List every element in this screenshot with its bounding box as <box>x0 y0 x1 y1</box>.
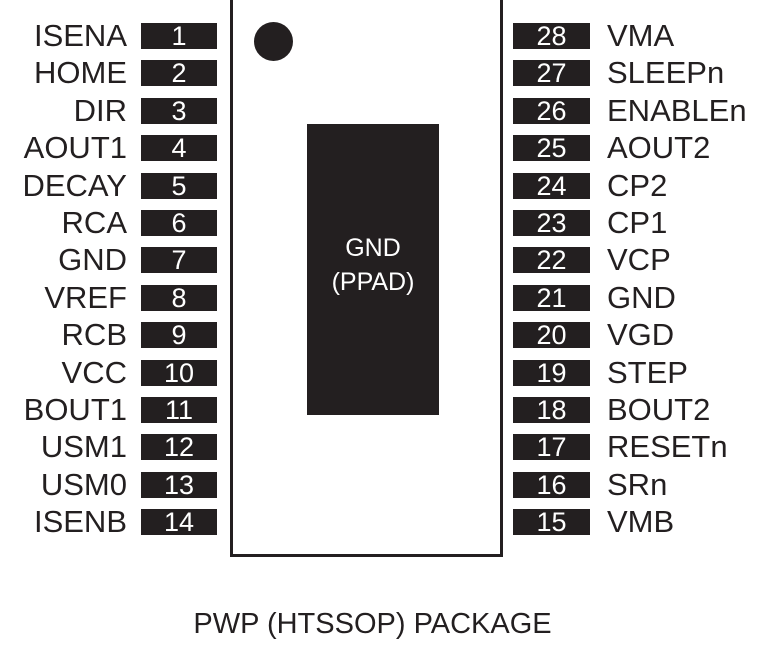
left-pin-name: BOUT1 <box>23 392 127 427</box>
right-pin-name: VMA <box>607 18 675 53</box>
right-pin-number: 17 <box>513 434 590 461</box>
left-pin-name: RCA <box>61 205 127 240</box>
right-pin-number: 28 <box>513 23 590 50</box>
right-pin-name: GND <box>607 279 676 315</box>
left-pin-name: VCC <box>61 354 127 390</box>
right-pin-number: 26 <box>513 97 590 124</box>
right-pin-number: 15 <box>513 509 590 536</box>
right-pin-number: 19 <box>513 359 590 386</box>
right-pin-name: STEP <box>607 354 688 390</box>
left-pin-name: VREF <box>44 279 127 315</box>
thermal-pad-label: GND <box>345 234 401 262</box>
right-pin-name: VMB <box>607 504 675 540</box>
left-pin-name: RCB <box>61 317 127 353</box>
right-pin-name: CP2 <box>607 167 668 203</box>
left-pin-name: USM1 <box>40 429 127 465</box>
package-body-outline <box>230 0 503 557</box>
left-pin-name: HOME <box>34 55 127 91</box>
left-pin-number: 14 <box>141 509 217 536</box>
right-pin-number: 27 <box>513 60 590 87</box>
thermal-pad: GND (PPAD) <box>307 124 439 415</box>
left-pin-name: DIR <box>73 92 127 128</box>
left-pin-name: AOUT1 <box>23 130 127 166</box>
left-pin-name: ISENA <box>33 18 127 53</box>
pin1-indicator-dot <box>254 22 293 61</box>
right-pin-number: 20 <box>513 322 590 349</box>
right-pin-number: 21 <box>513 284 590 311</box>
left-pin-name: USM0 <box>40 466 127 502</box>
thermal-pad-sublabel: (PPAD) <box>331 268 415 296</box>
right-pin-number: 22 <box>513 247 590 274</box>
right-pin-name: VGD <box>607 317 675 353</box>
left-pin-name: ISENB <box>33 504 127 540</box>
right-pin-name: SLEEPn <box>607 55 725 91</box>
right-pin-name: VCP <box>607 242 671 278</box>
right-pin-name: RESETn <box>607 429 728 465</box>
right-pin-name: CP1 <box>607 205 668 240</box>
right-pin-name: SRn <box>607 466 668 502</box>
right-pin-number: 23 <box>513 210 590 237</box>
left-pin-name: GND <box>58 242 127 278</box>
left-pin-number: 11 <box>141 397 217 424</box>
right-pin-name: AOUT2 <box>607 130 711 166</box>
left-pin-number: 13 <box>141 471 217 498</box>
left-pin-number: 4 <box>141 135 217 162</box>
right-pin-number: 18 <box>513 397 590 424</box>
left-pin-number: 8 <box>141 284 217 311</box>
left-pin-number: 12 <box>141 434 217 461</box>
left-pin-number: 6 <box>141 210 217 237</box>
left-pin-name: DECAY <box>22 167 127 203</box>
left-pin-number: 1 <box>141 23 217 50</box>
left-pin-number: 2 <box>141 60 217 87</box>
left-pin-number: 10 <box>141 359 217 386</box>
left-pin-number: 7 <box>141 247 217 274</box>
right-pin-number: 16 <box>513 471 590 498</box>
left-pin-number: 3 <box>141 97 217 124</box>
left-pin-number: 5 <box>141 172 217 199</box>
package-caption: PWP (HTSSOP) PACKAGE <box>193 608 552 640</box>
right-pin-number: 25 <box>513 135 590 162</box>
left-pin-number: 9 <box>141 322 217 349</box>
right-pin-name: ENABLEn <box>607 92 747 128</box>
right-pin-number: 24 <box>513 172 590 199</box>
right-pin-name: BOUT2 <box>607 392 711 427</box>
